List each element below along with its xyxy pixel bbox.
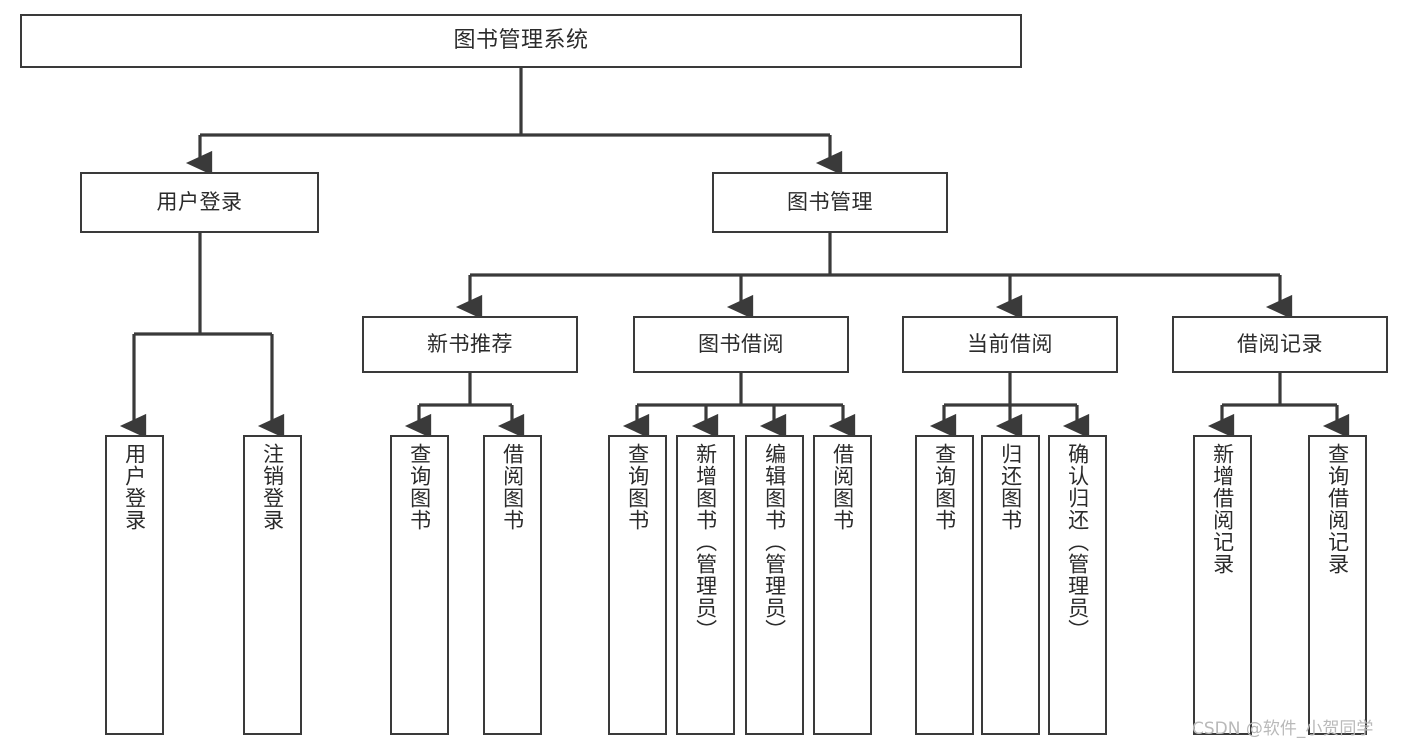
node-leaf-borrow-book-2-label: 借阅图书	[830, 443, 855, 531]
node-book-borrow[interactable]: 图书借阅	[633, 316, 849, 373]
node-leaf-query-book-1-label: 查询图书	[407, 443, 432, 531]
node-leaf-query-book-1[interactable]: 查询图书	[390, 435, 449, 735]
edges-new-book-recommend-to-leaves	[404, 373, 525, 439]
edges-book-management-to-level2	[455, 233, 1293, 320]
node-leaf-query-record[interactable]: 查询借阅记录	[1308, 435, 1367, 735]
node-borrow-record[interactable]: 借阅记录	[1172, 316, 1388, 373]
node-leaf-user-login-label: 用户登录	[122, 443, 147, 531]
node-leaf-add-book-label: 新增图书（管理员）	[693, 443, 718, 641]
edges-borrow-record-to-leaves	[1207, 373, 1350, 439]
node-leaf-query-book-2-label: 查询图书	[625, 443, 650, 531]
node-leaf-borrow-book-1[interactable]: 借阅图书	[483, 435, 542, 735]
edges-user-login-to-leaves	[119, 233, 285, 439]
node-leaf-add-record-label: 新增借阅记录	[1210, 443, 1235, 575]
node-new-book-recommend-label: 新书推荐	[427, 331, 513, 356]
node-leaf-logout-label: 注销登录	[260, 443, 285, 531]
node-root-label: 图书管理系统	[453, 27, 589, 53]
node-leaf-logout[interactable]: 注销登录	[243, 435, 302, 735]
edges-root-to-level1	[185, 68, 843, 176]
node-leaf-return-book-label: 归还图书	[998, 443, 1023, 531]
node-borrow-record-label: 借阅记录	[1237, 331, 1323, 356]
node-leaf-return-book[interactable]: 归还图书	[981, 435, 1040, 735]
node-book-borrow-label: 图书借阅	[698, 331, 784, 356]
node-book-management[interactable]: 图书管理	[712, 172, 948, 233]
csdn-watermark: CSDN @软件_小贺同学	[1192, 719, 1374, 739]
node-leaf-query-book-3[interactable]: 查询图书	[915, 435, 974, 735]
node-leaf-edit-book[interactable]: 编辑图书（管理员）	[745, 435, 804, 735]
node-user-login[interactable]: 用户登录	[80, 172, 319, 233]
node-leaf-edit-book-label: 编辑图书（管理员）	[762, 443, 787, 641]
node-leaf-borrow-book-1-label: 借阅图书	[500, 443, 525, 531]
node-current-borrow[interactable]: 当前借阅	[902, 316, 1118, 373]
node-new-book-recommend[interactable]: 新书推荐	[362, 316, 578, 373]
edges-book-borrow-to-leaves	[622, 373, 856, 439]
node-leaf-add-record[interactable]: 新增借阅记录	[1193, 435, 1252, 735]
node-leaf-query-record-label: 查询借阅记录	[1325, 443, 1350, 575]
node-leaf-add-book[interactable]: 新增图书（管理员）	[676, 435, 735, 735]
node-leaf-borrow-book-2[interactable]: 借阅图书	[813, 435, 872, 735]
node-current-borrow-label: 当前借阅	[967, 331, 1053, 356]
node-leaf-query-book-3-label: 查询图书	[932, 443, 957, 531]
node-user-login-label: 用户登录	[156, 189, 243, 214]
node-book-management-label: 图书管理	[787, 189, 873, 214]
node-leaf-confirm-return-label: 确认归还（管理员）	[1065, 443, 1090, 641]
edges-current-borrow-to-leaves	[929, 373, 1090, 439]
node-leaf-query-book-2[interactable]: 查询图书	[608, 435, 667, 735]
node-leaf-confirm-return[interactable]: 确认归还（管理员）	[1048, 435, 1107, 735]
node-leaf-user-login[interactable]: 用户登录	[105, 435, 164, 735]
node-root[interactable]: 图书管理系统	[20, 14, 1022, 68]
